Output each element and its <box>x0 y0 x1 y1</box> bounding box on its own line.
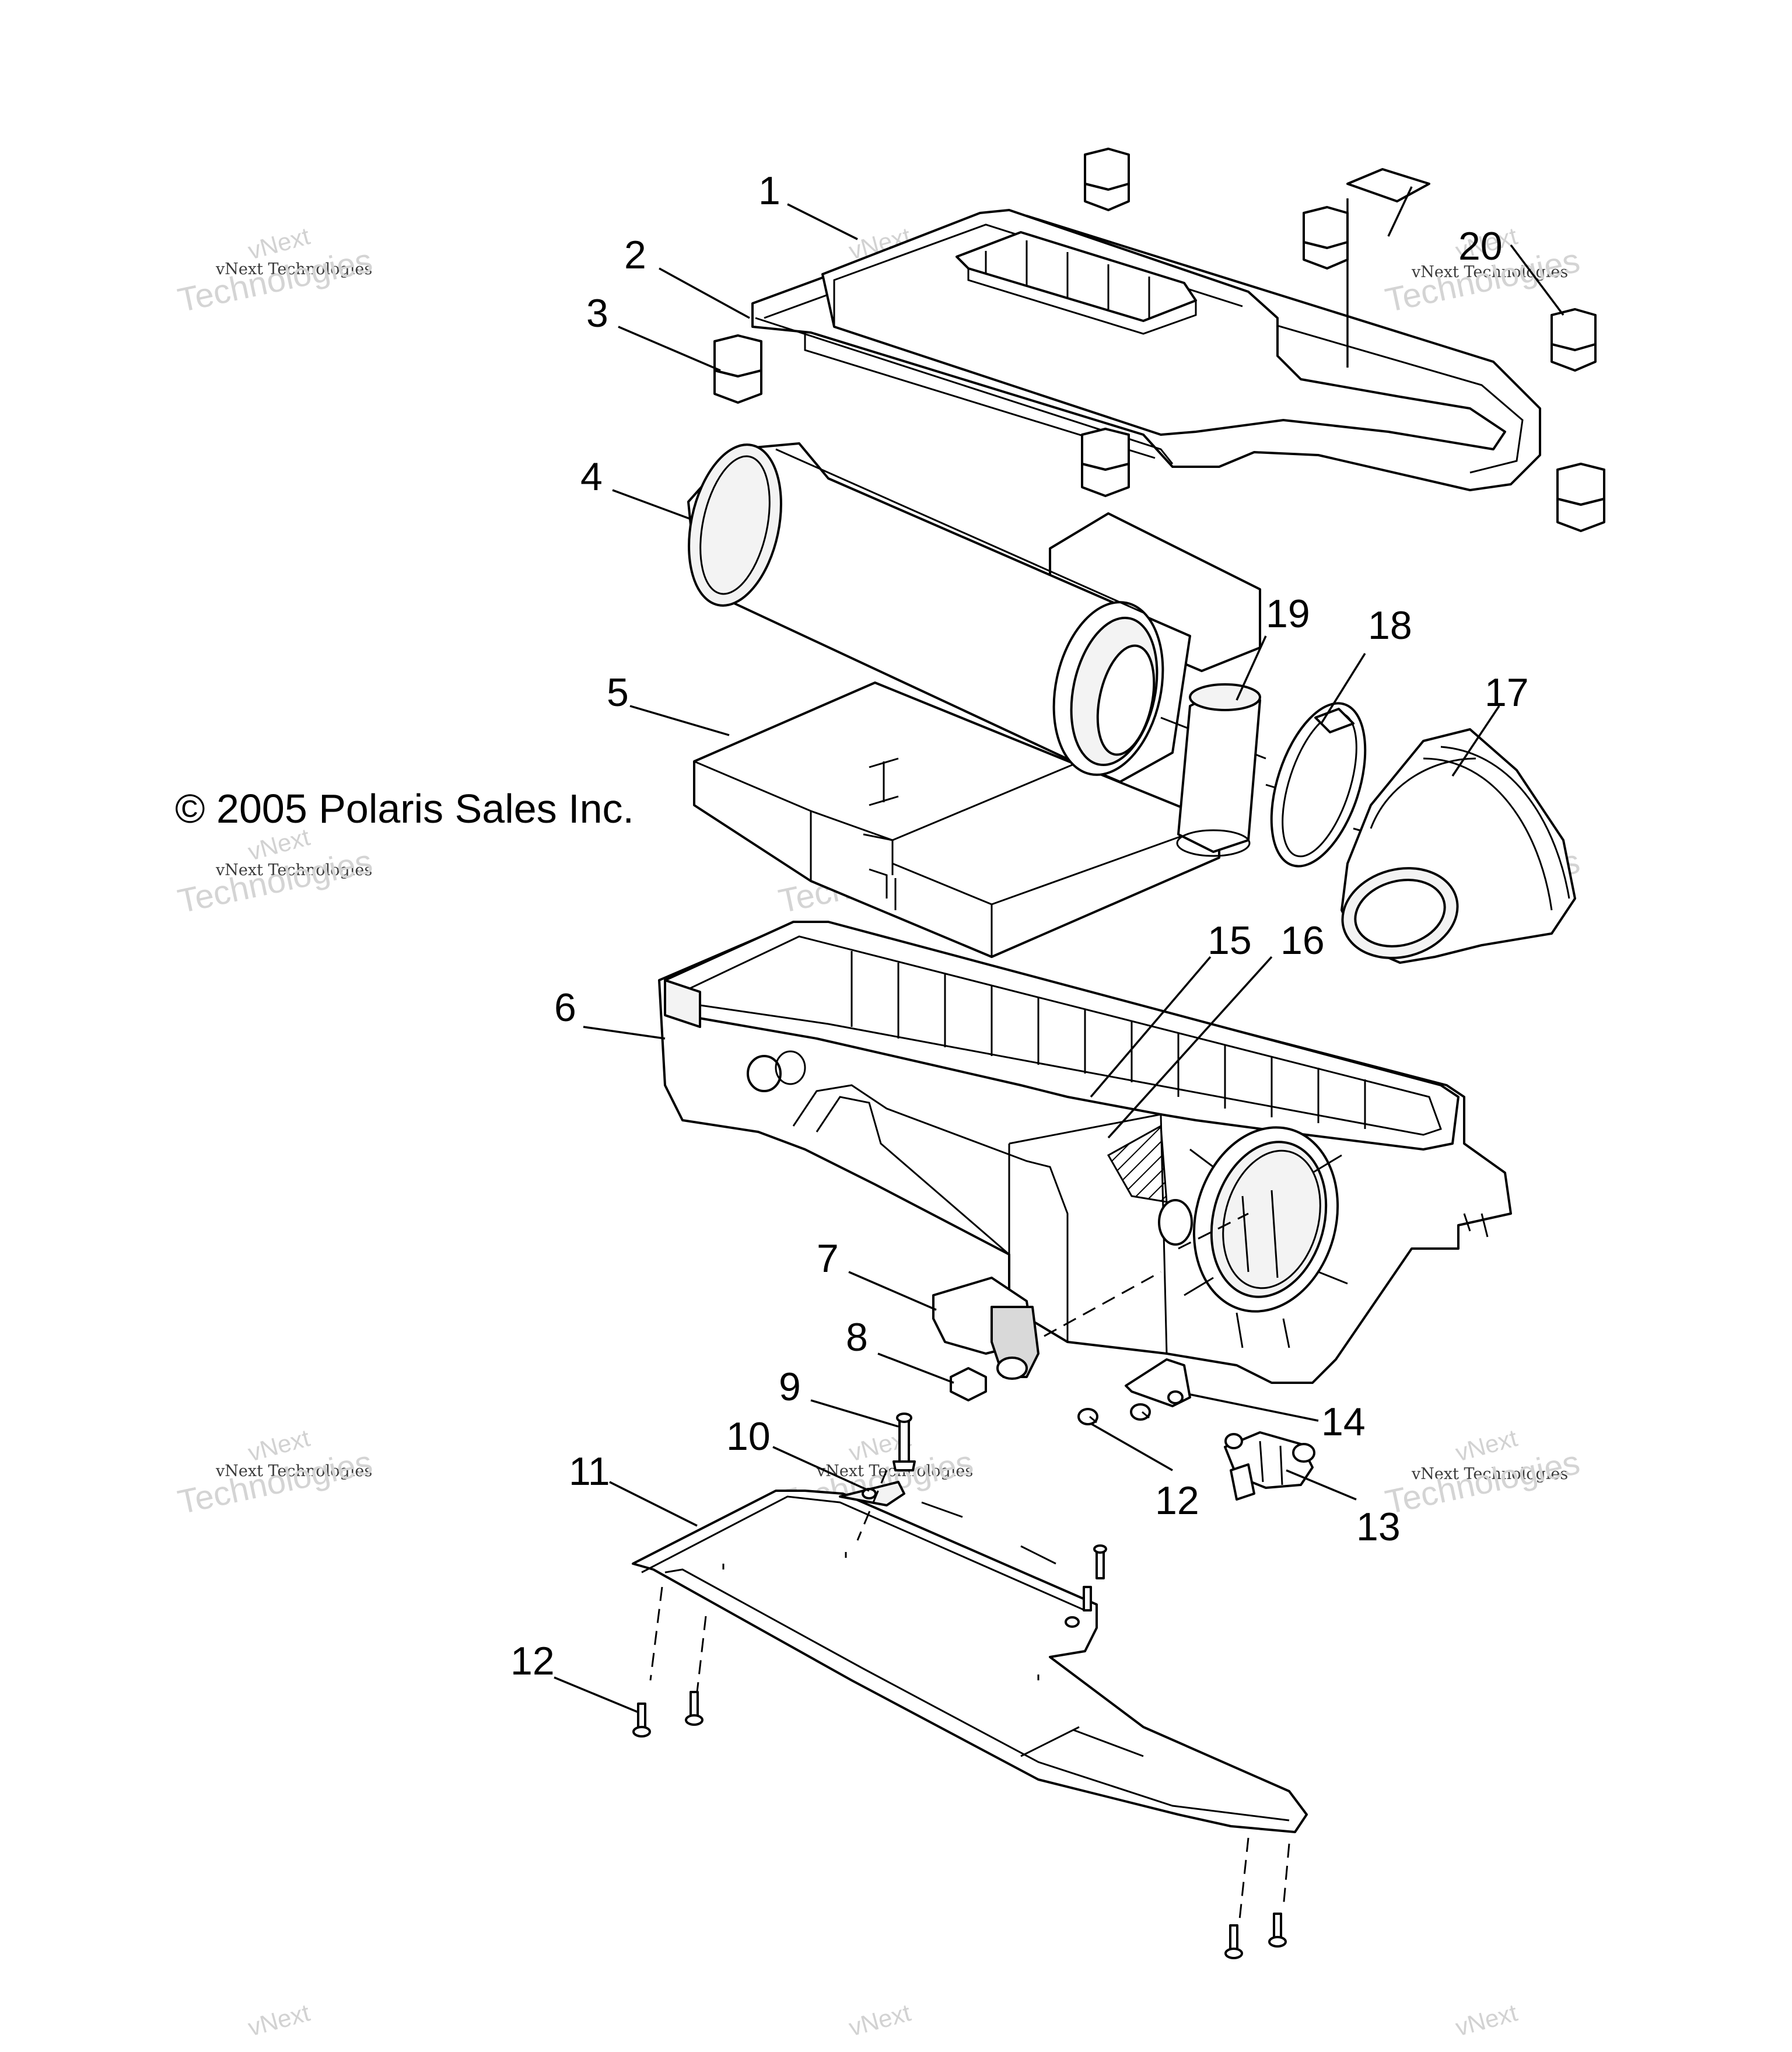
callout-9: 9 <box>779 1365 801 1409</box>
callout-2: 2 <box>624 233 646 277</box>
clip <box>1303 206 1349 270</box>
callout-6: 6 <box>554 985 576 1030</box>
fastener-dashes <box>856 1470 888 1541</box>
svg-text:vNext Technologies: vNext Technologies <box>215 1462 372 1480</box>
callout-14: 14 <box>1321 1400 1366 1444</box>
fastener-dashes <box>696 1616 707 1693</box>
callout-12-lower: 12 <box>510 1639 555 1683</box>
callout-17: 17 <box>1485 670 1529 715</box>
callout-3: 3 <box>586 291 608 335</box>
watermark: vNext vNext Technologies Technologies <box>1382 1424 1583 1521</box>
callout-7: 7 <box>817 1236 839 1281</box>
hose-clamp <box>1270 702 1367 868</box>
callout-18: 18 <box>1368 603 1412 648</box>
screw <box>1224 1924 1243 1959</box>
intake-boot <box>1340 728 1576 964</box>
screw <box>1268 1913 1287 1948</box>
watermark: vNext <box>245 1998 313 2041</box>
svg-text:vNext: vNext <box>1452 1998 1520 2041</box>
callout-10: 10 <box>726 1414 771 1459</box>
skid-plate <box>632 1481 1308 1833</box>
sleeve <box>1176 683 1261 857</box>
valve <box>1224 1431 1315 1501</box>
callout-11: 11 <box>569 1449 610 1494</box>
rivet <box>892 1413 916 1471</box>
clip <box>713 334 762 404</box>
watermark: vNext vNext Technologies Technologies <box>174 222 376 319</box>
callout-20: 20 <box>1458 224 1503 268</box>
callout-16: 16 <box>1280 918 1325 963</box>
clip <box>1556 463 1605 532</box>
clip <box>1550 308 1597 372</box>
screw <box>632 1703 651 1738</box>
airbox-cover <box>751 168 1541 491</box>
svg-text:vNext: vNext <box>245 1998 313 2041</box>
fastener-dashes <box>1282 1843 1290 1908</box>
watermark: vNext <box>846 1998 914 2041</box>
fastener-dashes <box>1238 1837 1250 1920</box>
airbox-base <box>658 921 1512 1384</box>
svg-text:vNext Technologies: vNext Technologies <box>1411 1465 1568 1483</box>
sensor <box>932 1277 1040 1380</box>
callout-15: 15 <box>1208 918 1252 963</box>
fastener-dashes <box>649 1586 663 1681</box>
bottom-screws <box>632 1691 1287 1959</box>
copyright-notice: © 2005 Polaris Sales Inc. <box>175 786 634 831</box>
clip <box>1084 148 1130 211</box>
callout-1: 1 <box>758 169 780 213</box>
callout-5: 5 <box>607 670 629 715</box>
clips <box>713 148 1605 532</box>
svg-text:vNext Technologies: vNext Technologies <box>215 861 372 879</box>
clip <box>1081 428 1130 497</box>
callout-8: 8 <box>846 1315 868 1359</box>
callout-12-upper: 12 <box>1155 1478 1199 1523</box>
svg-text:vNext: vNext <box>846 1998 914 2041</box>
leader-lines <box>554 186 1564 1714</box>
svg-text:vNext Technologies: vNext Technologies <box>215 260 372 278</box>
grommet <box>950 1367 987 1401</box>
decal-label <box>1346 168 1430 202</box>
watermark: vNext <box>1452 1998 1520 2041</box>
watermark: vNext vNext Technologies Technologies <box>174 1424 376 1521</box>
callout-4: 4 <box>580 455 603 499</box>
air-filter <box>687 442 1191 783</box>
screws-small <box>1077 1403 1151 1425</box>
callout-19: 19 <box>1266 592 1310 636</box>
bracket <box>1125 1358 1191 1407</box>
screw <box>685 1691 704 1726</box>
svg-text:vNext Technologies: vNext Technologies <box>1411 263 1568 281</box>
mounting-dashes <box>1044 1271 1161 1337</box>
callout-13: 13 <box>1356 1505 1401 1549</box>
callouts: 1 2 3 4 5 6 7 8 9 10 11 12 12 13 14 15 1… <box>510 169 1529 1683</box>
mounting-dashes <box>1178 1212 1249 1250</box>
watermark: vNext vNext Technologies Technologies <box>174 823 376 920</box>
